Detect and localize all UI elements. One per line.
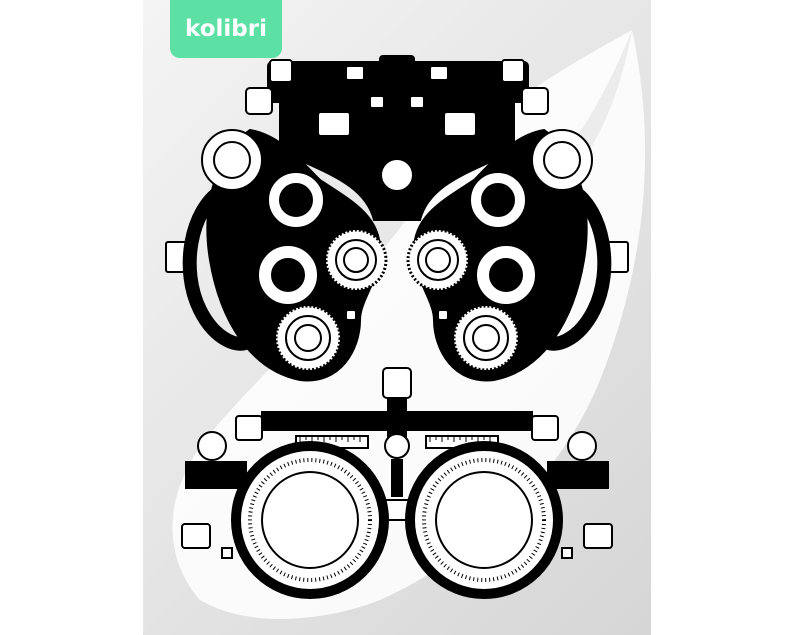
trial-frame-right-arm [547,461,609,489]
trial-frame-right-clip [583,523,613,549]
trial-frame-right-lens [435,471,533,569]
brand-logo: kolibri [170,0,282,58]
phoropter-left-knob-top [245,87,273,115]
trial-frame-left-top-tab [235,415,263,441]
phoropter-center-knob [380,158,414,192]
trial-frame-right-top-tab [531,415,559,441]
phoropter-top-tab-left [269,59,293,83]
trial-frame-left-screw [221,547,233,559]
phoropter-window-2 [443,111,477,137]
phoropter-left-small-tab [345,309,357,321]
trial-frame-center-dial [384,433,410,459]
phoropter-left-arc [182,184,255,351]
phoropter-window-1 [317,111,351,137]
trial-frame-right-screw [561,547,573,559]
phoropter-right-small-tab [437,309,449,321]
trial-frame-top-knob [382,367,412,399]
trial-frame-left-lens [261,471,359,569]
phoropter [165,55,629,382]
phoropter-top-mini-right [429,65,449,81]
trial-frame-bridge-bar [261,411,533,431]
phoropter-right-knob-top [521,87,549,115]
trial-frame [181,367,613,599]
phoropter-top-center [379,55,415,87]
trial-frame-left-side-knob [197,431,227,461]
phoropter-window-3 [369,95,385,109]
trial-frame-left-clip [181,523,211,549]
phoropter-right-arc [539,184,612,351]
phoropter-window-4 [409,95,425,109]
trial-frame-nose-stem [391,459,403,497]
trial-frame-right-side-knob [567,431,597,461]
trial-frame-left-arm [185,461,247,489]
phoropter-top-mini-left [345,65,365,81]
phoropter-top-tab-right [501,59,525,83]
